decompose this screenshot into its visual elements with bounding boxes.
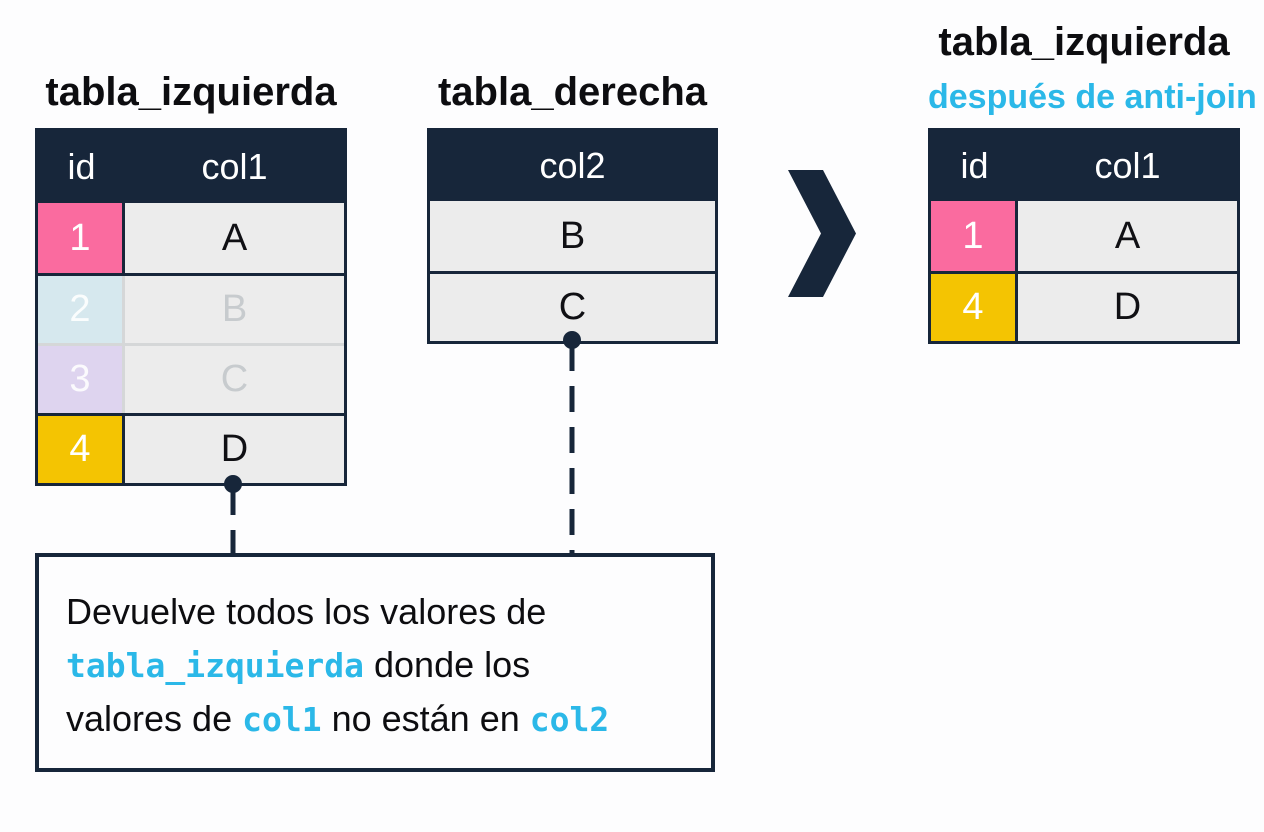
left-header-col1: col1 bbox=[201, 146, 268, 187]
table-row: B bbox=[430, 201, 715, 271]
result-row1-id: 1 bbox=[931, 201, 1018, 271]
explanation-text: donde los bbox=[364, 644, 531, 685]
right-row1-col2: B bbox=[430, 201, 715, 271]
left-table-title: tabla_izquierda bbox=[45, 70, 337, 114]
explanation-line2: tabla_izquierda donde los bbox=[66, 638, 711, 692]
table-row: 1 A bbox=[931, 201, 1237, 271]
table-row: 1 A bbox=[38, 203, 344, 273]
explanation-text: no están en bbox=[321, 698, 530, 739]
result-row2-id: 4 bbox=[931, 274, 1018, 341]
code-col1: col1 bbox=[242, 700, 322, 739]
result-table: id col1 1 A 4 D bbox=[928, 128, 1240, 344]
left-row1-col1: A bbox=[125, 203, 344, 273]
explanation-box: Devuelve todos los valores de tabla_izqu… bbox=[35, 553, 715, 772]
explanation-text: Devuelve todos los valores de bbox=[66, 591, 547, 632]
right-table-header: col2 bbox=[430, 131, 715, 201]
right-table: col2 B C bbox=[427, 128, 718, 344]
left-header-id: id bbox=[67, 146, 96, 187]
table-row: 4 D bbox=[931, 271, 1237, 341]
left-row3-col1: C bbox=[125, 346, 344, 413]
chevron-right-icon bbox=[788, 170, 856, 297]
result-header-col1: col1 bbox=[1094, 145, 1161, 186]
left-row2-col1: B bbox=[125, 276, 344, 343]
code-tabla-izquierda: tabla_izquierda bbox=[66, 646, 365, 685]
result-header-id: id bbox=[960, 145, 989, 186]
left-table-header: id col1 bbox=[38, 131, 344, 203]
explanation-text: valores de bbox=[66, 698, 243, 739]
left-row3-id: 3 bbox=[38, 346, 125, 413]
right-row2-col2: C bbox=[430, 274, 715, 341]
right-header-col2: col2 bbox=[539, 145, 606, 186]
right-table-title: tabla_derecha bbox=[437, 70, 708, 114]
left-row4-id: 4 bbox=[38, 416, 125, 483]
left-row2-id: 2 bbox=[38, 276, 125, 343]
explanation-line1: Devuelve todos los valores de bbox=[66, 585, 711, 638]
result-row2-col1: D bbox=[1018, 274, 1237, 341]
result-table-title: tabla_izquierda bbox=[938, 20, 1230, 64]
table-row: 3 C bbox=[38, 343, 344, 413]
explanation-line3: valores de col1 no están en col2 bbox=[66, 692, 711, 746]
result-table-header: id col1 bbox=[931, 131, 1237, 201]
result-row1-col1: A bbox=[1018, 201, 1237, 271]
left-row4-col1: D bbox=[125, 416, 344, 483]
left-table: id col1 1 A 2 B 3 C 4 D bbox=[35, 128, 347, 486]
table-row: C bbox=[430, 271, 715, 341]
code-col2: col2 bbox=[529, 700, 610, 739]
table-row: 4 D bbox=[38, 413, 344, 483]
table-row: 2 B bbox=[38, 273, 344, 343]
left-row1-id: 1 bbox=[38, 203, 125, 273]
result-table-subtitle: después de anti-join bbox=[928, 78, 1257, 116]
